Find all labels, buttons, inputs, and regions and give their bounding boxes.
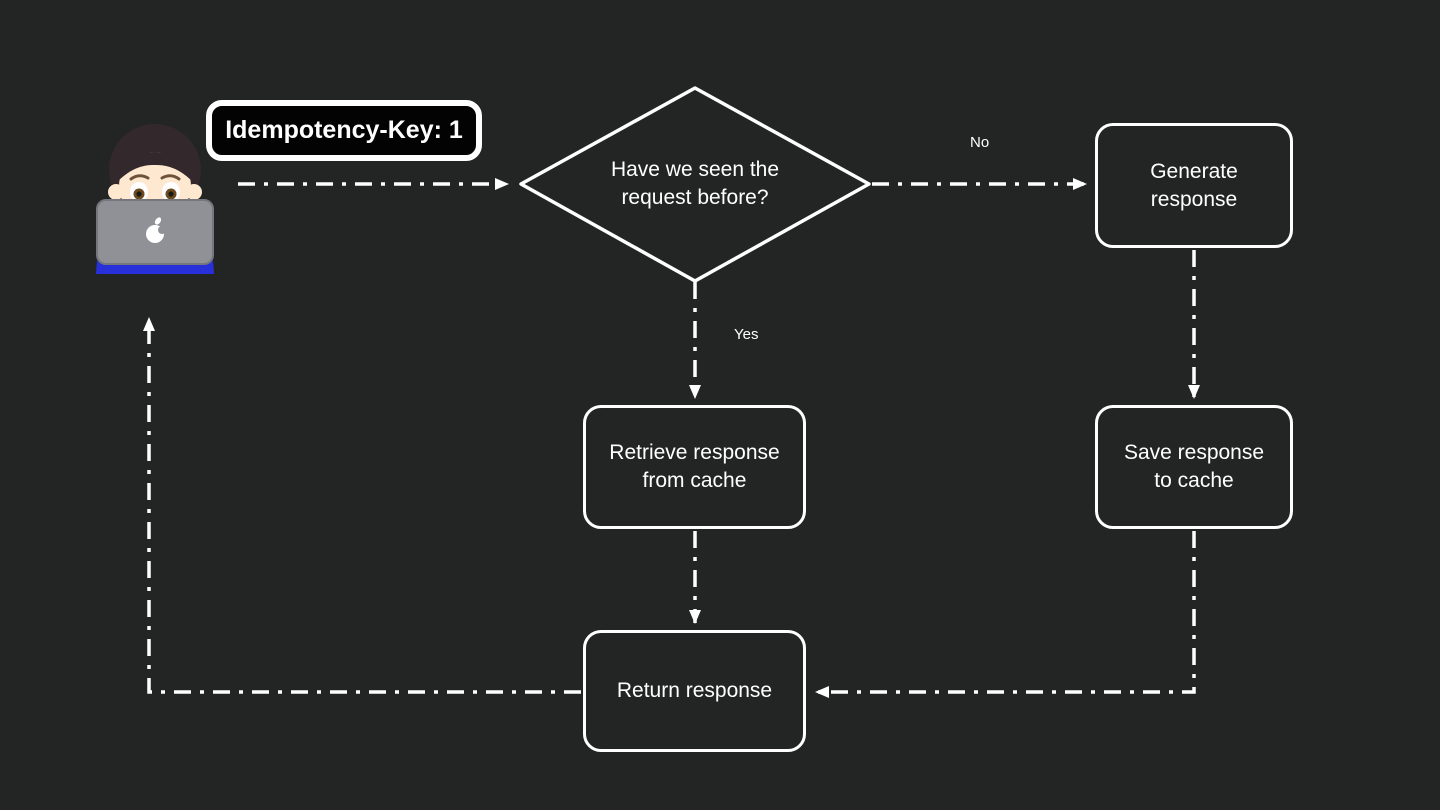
edge-return-to-person <box>143 317 581 694</box>
person-at-laptop-emoji <box>92 112 218 274</box>
decision-diamond-shape <box>519 86 871 283</box>
node-save-response-to-cache: Save response to cache <box>1095 405 1293 529</box>
node-generate-response: Generate response <box>1095 123 1293 248</box>
edge-label-yes: Yes <box>734 326 759 343</box>
node-return-response: Return response <box>583 630 806 752</box>
node-retrieve-response-from-cache: Retrieve response from cache <box>583 405 806 529</box>
idempotency-key-badge: Idempotency-Key: 1 <box>206 100 482 161</box>
edge-save-to-return <box>815 531 1196 698</box>
technologist-icon <box>96 124 214 274</box>
node-decision-label: Have we seen the request before? <box>610 158 780 209</box>
edge-label-no: No <box>970 134 990 151</box>
